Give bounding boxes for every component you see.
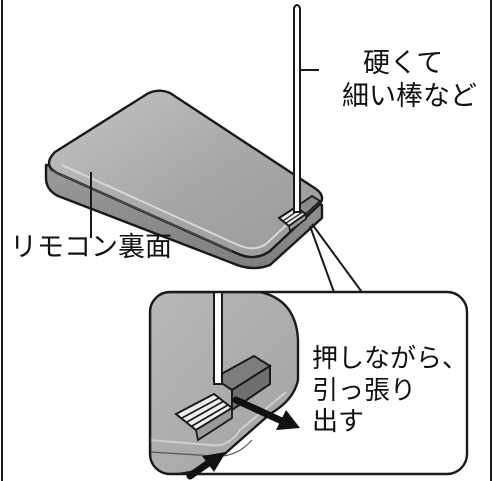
zoom-callout <box>148 290 469 476</box>
push-arrow <box>186 452 226 480</box>
remote-back-label: リモコン裏面 <box>10 232 172 265</box>
zoomed-stick <box>213 292 223 385</box>
stick-label: 硬くて 細い棒など <box>342 48 477 114</box>
zoomed-release-tab <box>174 392 234 442</box>
pull-label-line-1: 押しながら、 <box>312 344 469 374</box>
remote-control <box>44 89 324 270</box>
pull-label-line-2: 引っ張り <box>312 375 417 406</box>
leader-lines <box>90 69 365 296</box>
pull-arrow <box>232 396 300 430</box>
zoom-frame <box>148 290 469 476</box>
stick-label-line-2: 細い棒など <box>342 80 477 112</box>
remote-top-face <box>47 89 324 259</box>
thin-stick <box>293 4 301 213</box>
stick-label-line-1: 硬くて <box>363 48 444 79</box>
remote-back-text: リモコン裏面 <box>10 232 172 263</box>
pull-instruction-label: 押しながら、 引っ張り 出す <box>312 344 468 439</box>
pull-label-line-3: 出す <box>312 407 365 438</box>
